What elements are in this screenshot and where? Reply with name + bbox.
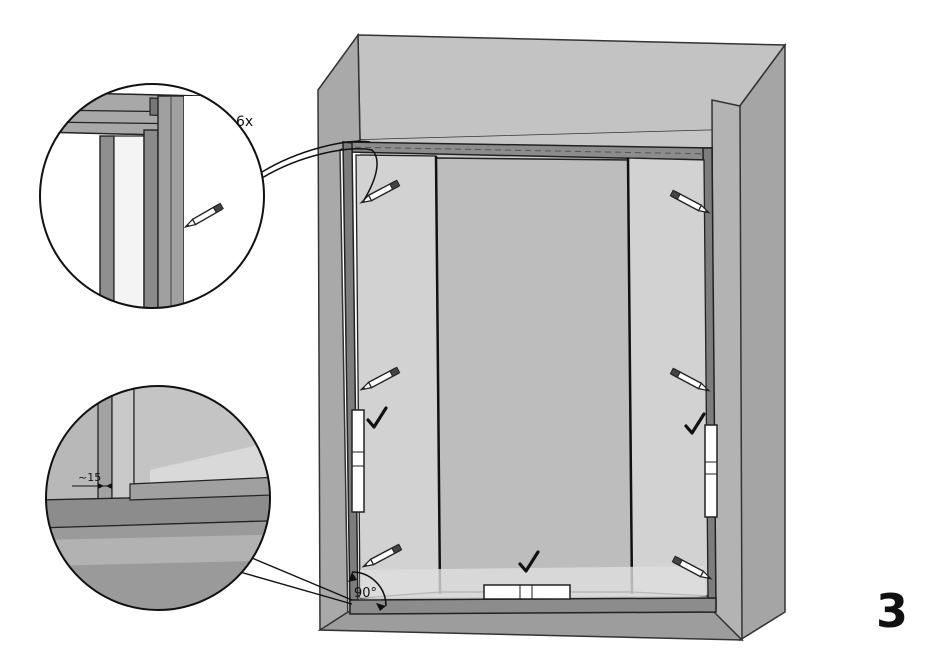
- bottom-detail-callout: ~15: [40, 380, 300, 640]
- step-number: 3: [876, 584, 908, 638]
- top-detail-callout: 6x: [30, 80, 304, 340]
- quantity-label: 6x: [236, 114, 253, 130]
- sliding-panel: [436, 158, 634, 592]
- door-frame: [343, 142, 716, 614]
- right-fixed-panel: [628, 158, 708, 596]
- angle-label: 90°: [354, 586, 377, 601]
- gap-dimension-label: ~15: [78, 471, 101, 484]
- left-fixed-panel: [356, 155, 440, 598]
- bottom-rail: [350, 598, 716, 614]
- right-wall-face: [712, 100, 742, 640]
- floor: [320, 612, 742, 640]
- level-tool-icon: [705, 425, 717, 517]
- level-tool-icon: [484, 585, 570, 599]
- level-tool-icon: [352, 410, 364, 512]
